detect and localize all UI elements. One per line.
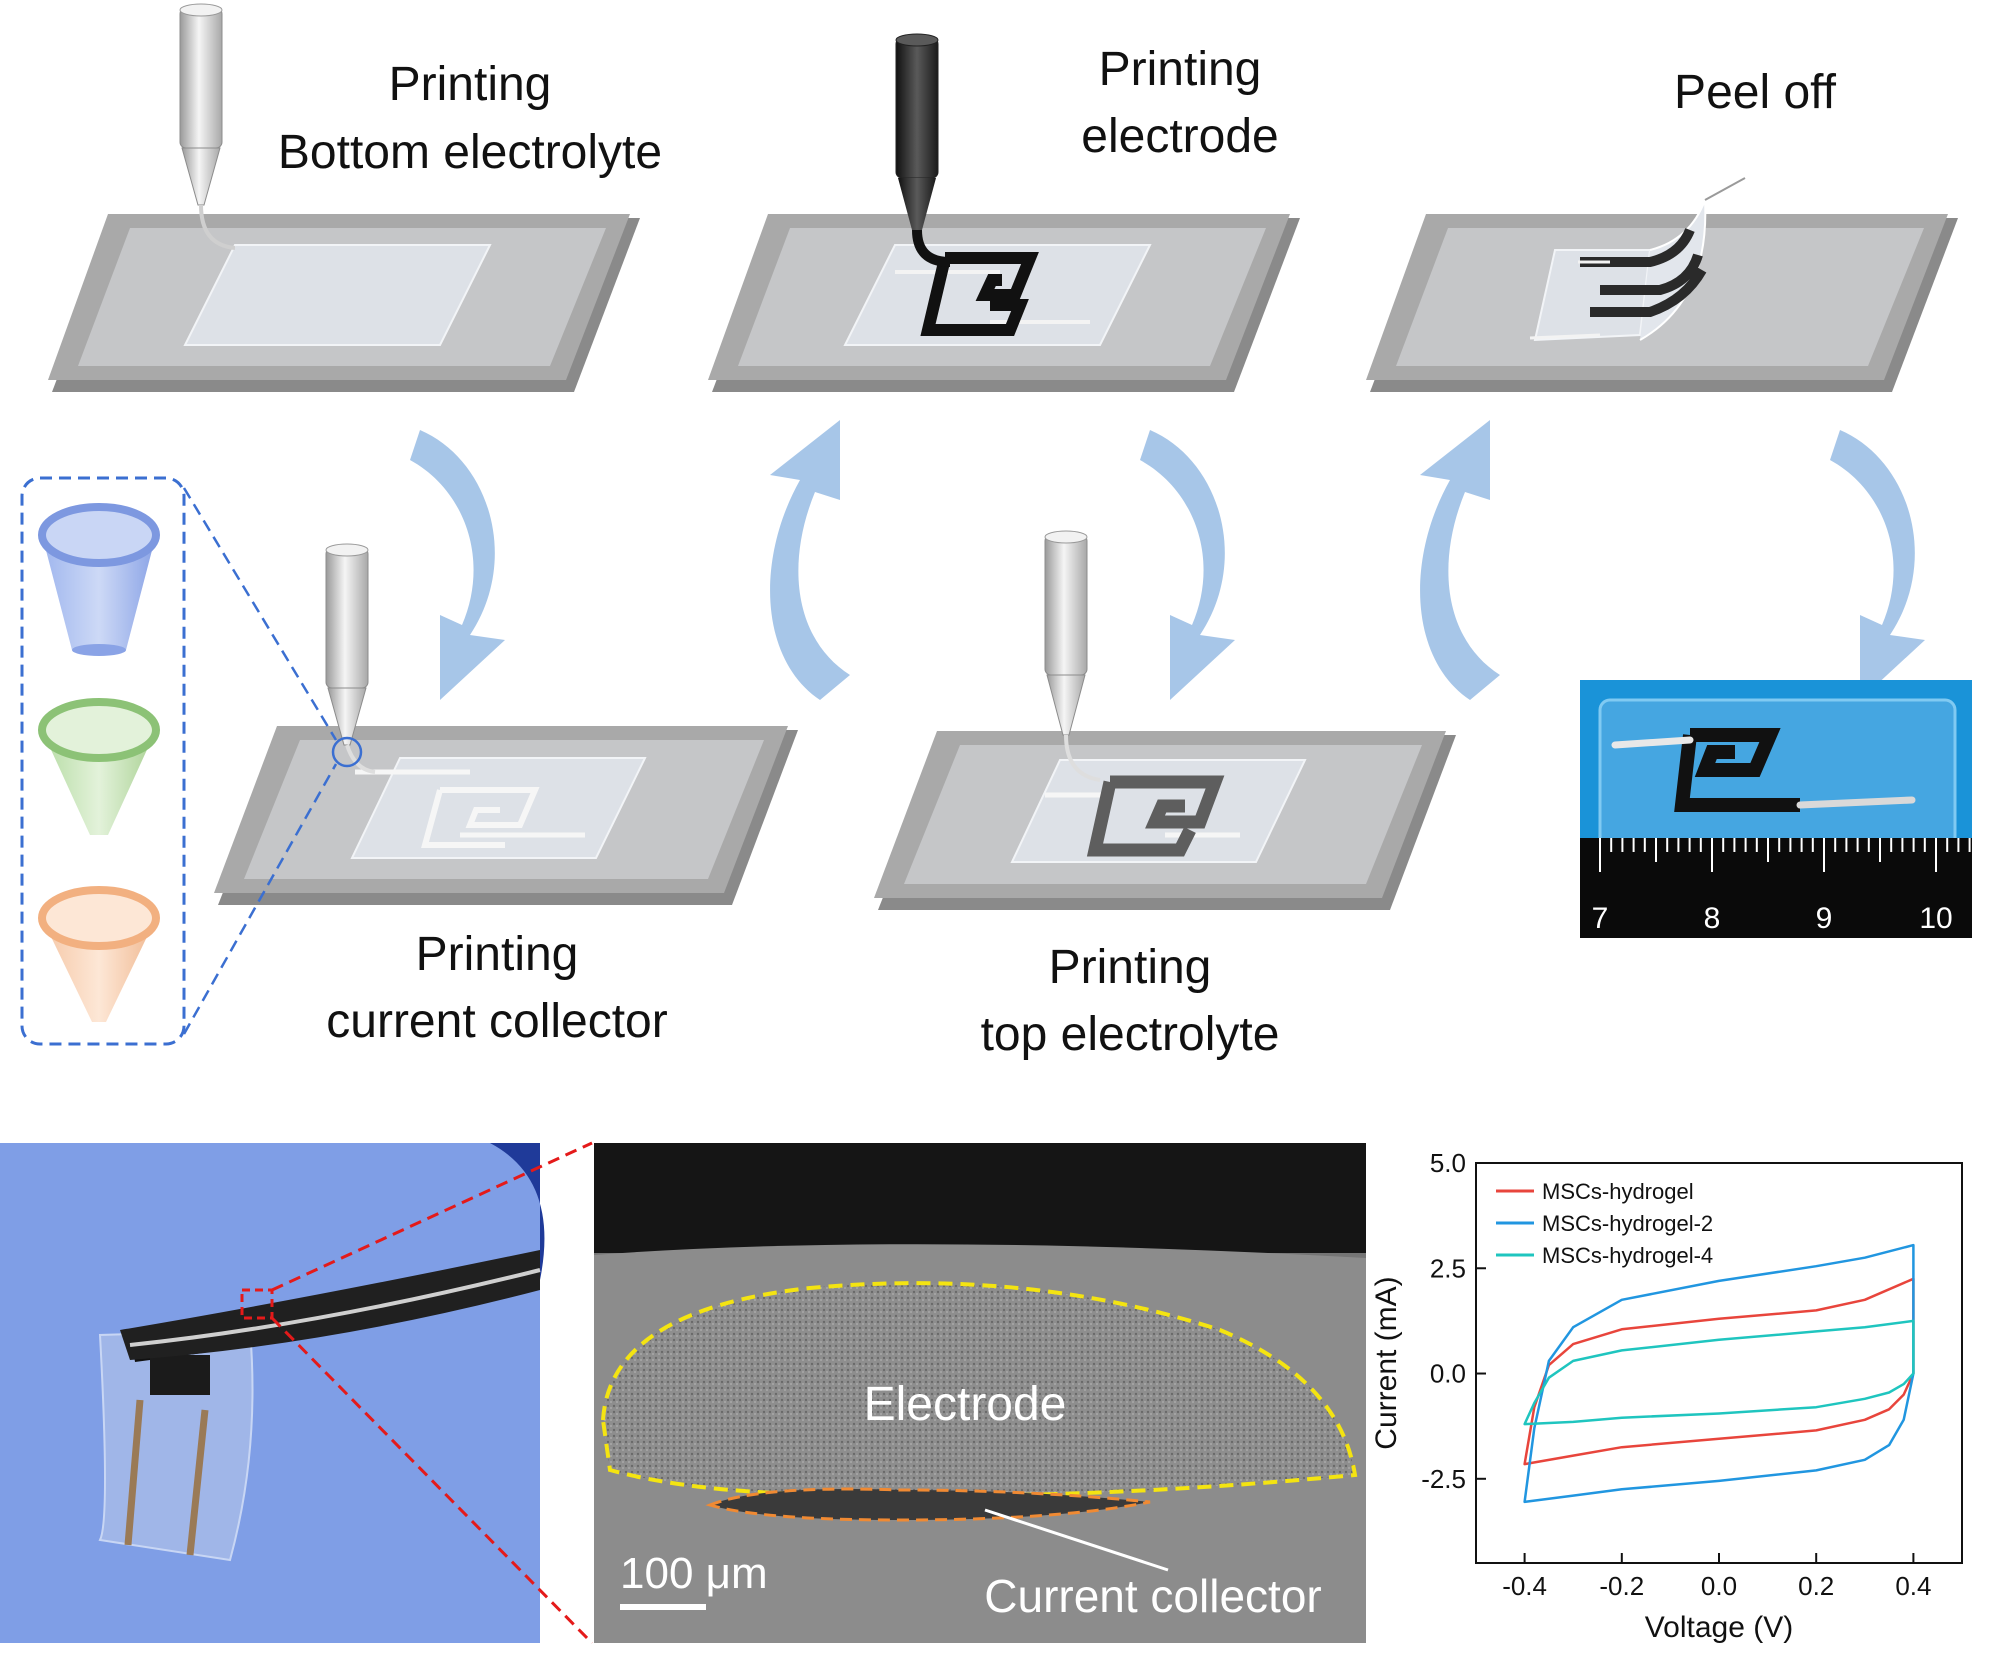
- x-tick-label: 0.4: [1895, 1571, 1931, 1601]
- syringe-nozzle-icon: [325, 543, 376, 774]
- y-tick-label: 2.5: [1430, 1253, 1466, 1283]
- orange-ink-cone-icon: [38, 886, 160, 1022]
- cv-chart: -2.5 0.0 2.5 5.0 -0.4 -0.2 0.0 0.2 0.4 MSCs-hyd…: [1370, 1148, 1963, 1644]
- stage-bottom-electrolyte: Printing Bottom electrolyte: [48, 3, 662, 392]
- blue-ink-cone-icon: [38, 503, 160, 656]
- electrode-label: Electrode: [864, 1378, 1067, 1431]
- stage-current-collector: Printing current collector: [214, 543, 798, 1048]
- step-title-line2: Bottom electrolyte: [278, 126, 662, 179]
- y-tick-label: -2.5: [1421, 1464, 1466, 1494]
- x-tick-label: -0.4: [1502, 1571, 1547, 1601]
- x-tick-label: -0.2: [1599, 1571, 1644, 1601]
- device-photo: 7 8 9 10: [1580, 680, 1992, 938]
- step-title-line2: top electrolyte: [981, 1008, 1280, 1061]
- step-title-line1: Printing: [1099, 43, 1262, 96]
- step-title-line1: Printing: [1049, 941, 1212, 994]
- step-title: Peel off: [1674, 66, 1837, 119]
- x-tick-label: 0.2: [1798, 1571, 1834, 1601]
- collector-label: Current collector: [984, 1570, 1321, 1622]
- process-arrows: [410, 420, 1925, 700]
- stage-peel-off: Peel off: [1366, 66, 1958, 392]
- ruler-label: 10: [1919, 902, 1952, 935]
- scale-bar: [620, 1604, 706, 1610]
- scale-bar-label: 100 μm: [620, 1549, 768, 1598]
- stage-top-electrolyte: Printing top electrolyte: [874, 530, 1456, 1061]
- collector-outline: [705, 1487, 1151, 1522]
- nozzle-zoom-circle: [331, 736, 363, 768]
- tweezer-photo: [0, 1143, 545, 1643]
- peeled-device: [1533, 249, 1652, 342]
- ruler: [1580, 838, 1972, 938]
- stage-printing-electrode: Printing electrode: [708, 33, 1300, 392]
- step-title-line2: electrode: [1081, 110, 1278, 163]
- curved-arrow-down-icon: [1140, 430, 1235, 700]
- ruler-label: 8: [1704, 902, 1721, 935]
- curved-arrow-up-icon: [770, 420, 850, 700]
- ruler-label: 7: [1592, 902, 1609, 935]
- ink-selection-panel: [20, 476, 338, 1046]
- curved-arrow-down-icon: [1830, 430, 1925, 700]
- curved-arrow-up-icon: [1420, 420, 1500, 700]
- electrolyte-layer: [183, 244, 492, 346]
- x-tick-label: 0.0: [1701, 1571, 1737, 1601]
- x-axis-label: Voltage (V): [1645, 1611, 1793, 1644]
- series-line-2: [1523, 1243, 1915, 1504]
- syringe-nozzle-icon: [1044, 530, 1101, 782]
- legend-label: MSCs-hydrogel-2: [1542, 1211, 1713, 1236]
- curved-arrow-down-icon: [410, 430, 505, 700]
- series-line-1: [1523, 1277, 1915, 1466]
- syringe-nozzle-icon: [179, 3, 236, 250]
- serpentine-collector-icon: [421, 787, 540, 848]
- ruler-label: 9: [1816, 902, 1833, 935]
- legend-label: MSCs-hydrogel-4: [1542, 1243, 1713, 1268]
- syringe-nozzle-icon: [895, 33, 951, 267]
- step-title-line1: Printing: [389, 58, 552, 111]
- serpentine-electrode-icon: [1086, 775, 1225, 857]
- series-line-3: [1523, 1319, 1915, 1426]
- y-tick-label: 0.0: [1430, 1359, 1466, 1389]
- step-title-line1: Printing: [416, 928, 579, 981]
- dashed-box: [20, 476, 186, 1046]
- y-tick-label: 5.0: [1430, 1148, 1466, 1178]
- serpentine-electrode-icon: [920, 252, 1039, 336]
- green-ink-cone-icon: [38, 698, 160, 835]
- sem-image: Electrode Current collector 100 μm: [594, 1143, 1366, 1643]
- zoom-box: [240, 1288, 274, 1320]
- y-axis-label: Current (mA): [1370, 1276, 1403, 1449]
- legend-label: MSCs-hydrogel: [1542, 1179, 1694, 1204]
- step-title-line2: current collector: [326, 995, 667, 1048]
